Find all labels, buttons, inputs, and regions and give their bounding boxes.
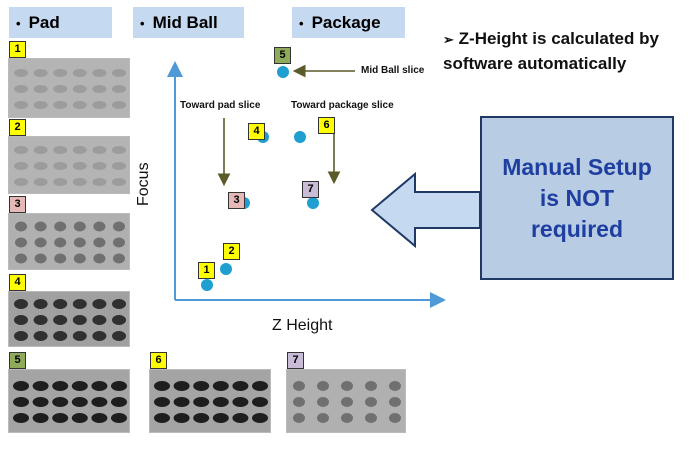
slice-tag-2: 2 bbox=[9, 119, 26, 136]
slice-tag-6: 6 bbox=[150, 352, 167, 369]
plot-point-tag-2: 2 bbox=[223, 243, 240, 260]
header-package: •Package bbox=[292, 7, 405, 38]
plot-point-tag-7: 7 bbox=[302, 181, 319, 198]
plot-point-tag-4: 4 bbox=[248, 123, 265, 140]
slice-tag-3: 3 bbox=[9, 196, 26, 213]
big-left-arrow-icon bbox=[370, 172, 481, 248]
plot-point-5 bbox=[277, 66, 289, 78]
toward-package-label: Toward package slice bbox=[291, 100, 394, 111]
header-mid-ball: •Mid Ball bbox=[133, 7, 244, 38]
plot-point-6 bbox=[294, 131, 306, 143]
slice-tag-5: 5 bbox=[9, 352, 26, 369]
header-pad: •Pad bbox=[9, 7, 112, 38]
plot-point-tag-5: 5 bbox=[274, 47, 291, 64]
slice-image-5 bbox=[8, 369, 130, 433]
slice-tag-7: 7 bbox=[287, 352, 304, 369]
slice-image-7 bbox=[286, 369, 406, 433]
slice-image-1 bbox=[8, 58, 130, 118]
plot-point-tag-6: 6 bbox=[318, 117, 335, 134]
slice-image-3 bbox=[8, 213, 130, 270]
plot-point-tag-3: 3 bbox=[228, 192, 245, 209]
plot-point-2 bbox=[220, 263, 232, 275]
plot-point-tag-1: 1 bbox=[198, 262, 215, 279]
slice-image-6 bbox=[149, 369, 271, 433]
y-axis-label: Focus bbox=[135, 162, 152, 206]
slice-image-4 bbox=[8, 291, 130, 347]
arrow-bullet-icon: ➢ bbox=[443, 32, 454, 47]
x-axis-label: Z Height bbox=[272, 317, 333, 334]
plot-point-7 bbox=[307, 197, 319, 209]
z-height-note: ➢ Z-Height is calculated by software aut… bbox=[443, 29, 659, 73]
slice-image-2 bbox=[8, 136, 130, 194]
slice-tag-4: 4 bbox=[9, 274, 26, 291]
slice-tag-1: 1 bbox=[9, 41, 26, 58]
toward-pad-label: Toward pad slice bbox=[180, 100, 261, 111]
mid-ball-slice-label: Mid Ball slice bbox=[361, 65, 425, 76]
plot-point-1 bbox=[201, 279, 213, 291]
